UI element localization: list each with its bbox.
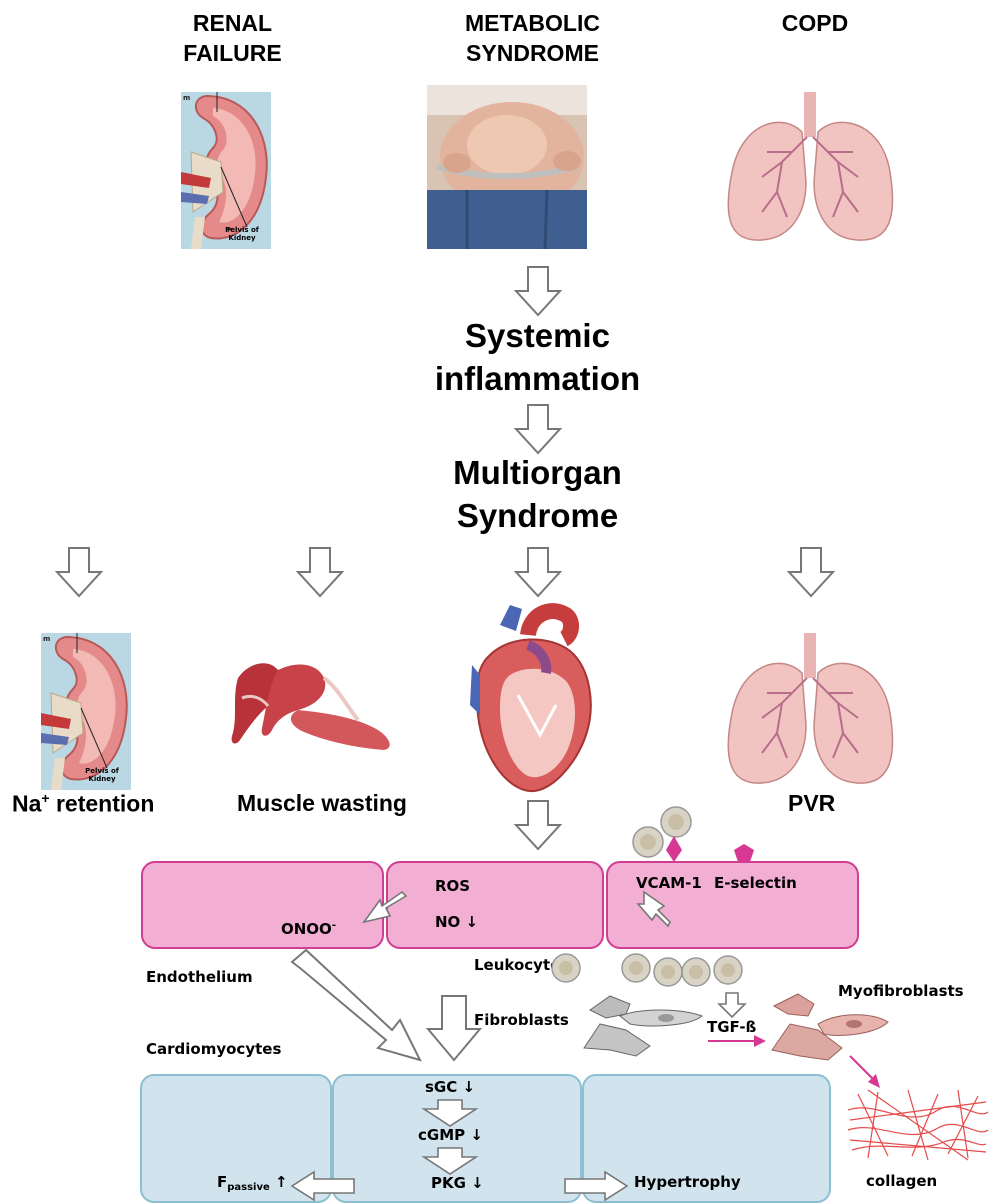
- no-label: NO ↓: [435, 913, 478, 931]
- sgc-label: sGC ↓: [425, 1078, 475, 1096]
- svg-text:m: m: [43, 635, 50, 643]
- arrow-to-kidney: [56, 547, 102, 597]
- eselectin-label: E-selectin: [714, 874, 797, 892]
- na-retention-label: Na+ retention: [12, 790, 154, 818]
- arrow-heart-to-endothelium: [515, 800, 561, 850]
- heart-illustration: [470, 605, 598, 795]
- muscle-illustration: [228, 658, 394, 752]
- muscle-wasting-label: Muscle wasting: [237, 790, 407, 817]
- endothelium-cell-left: [141, 861, 384, 949]
- abdomen-photo: [427, 85, 587, 249]
- leukocytes-top: [628, 806, 768, 866]
- fibroblast-cells: [580, 990, 710, 1058]
- fibroblasts-label: Fibroblasts: [474, 1011, 569, 1029]
- endothelium-label: Endothelium: [146, 968, 253, 986]
- multiorgan-syndrome-label: Multiorgan Syndrome: [405, 451, 670, 537]
- arrow-to-muscle: [297, 547, 343, 597]
- arrow-to-heart: [515, 547, 561, 597]
- collagen-fibers: [848, 1090, 988, 1160]
- arrow-tgf-to-myofibroblasts: [706, 1033, 768, 1049]
- header-copd: COPD: [760, 8, 870, 38]
- arrow-vcam: [636, 890, 672, 932]
- arrow-to-tgf: [717, 992, 747, 1018]
- kidney-label-bottom: Pelvis of Kidney: [78, 767, 126, 783]
- arrow-to-collagen: [846, 1054, 886, 1090]
- lungs-illustration-bottom: [722, 633, 897, 791]
- svg-text:m: m: [183, 94, 190, 102]
- onoo-label: ONOO-: [281, 920, 336, 938]
- ros-label: ROS: [435, 877, 470, 895]
- cardiomyocytes-label: Cardiomyocytes: [146, 1040, 281, 1058]
- arrow-to-hypertrophy: [563, 1170, 629, 1202]
- arrow-cgmp-to-pkg: [422, 1147, 478, 1175]
- header-metabolic-syndrome: METABOLIC SYNDROME: [430, 8, 635, 68]
- collagen-label: collagen: [866, 1172, 937, 1190]
- pvr-label: PVR: [788, 790, 835, 817]
- arrow-to-inflammation: [515, 266, 561, 316]
- pkg-label: PKG ↓: [431, 1174, 484, 1192]
- arrow-fibroblasts-down: [427, 995, 481, 1061]
- arrow-to-fpassive: [290, 1170, 356, 1202]
- lungs-illustration-top: [722, 92, 897, 247]
- arrow-to-lungs: [788, 547, 834, 597]
- systemic-inflammation-label: Systemic inflammation: [405, 314, 670, 400]
- kidney-label-top: Pelvis of Kidney: [218, 226, 266, 242]
- hypertrophy-label: Hypertrophy: [634, 1173, 741, 1191]
- arrow-sgc-to-cgmp: [422, 1099, 478, 1127]
- header-renal-failure: RENAL FAILURE: [150, 8, 315, 68]
- cgmp-label: cGMP ↓: [418, 1126, 483, 1144]
- fpassive-label: Fpassive ↑: [217, 1173, 288, 1193]
- endothelium-cell-middle: [386, 861, 604, 949]
- arrow-ros-to-onoo: [360, 888, 410, 934]
- arrow-to-multiorgan: [515, 404, 561, 454]
- leukocytes-bottom: [548, 948, 748, 992]
- arrow-onoo-to-cardiomyocytes: [288, 948, 424, 1064]
